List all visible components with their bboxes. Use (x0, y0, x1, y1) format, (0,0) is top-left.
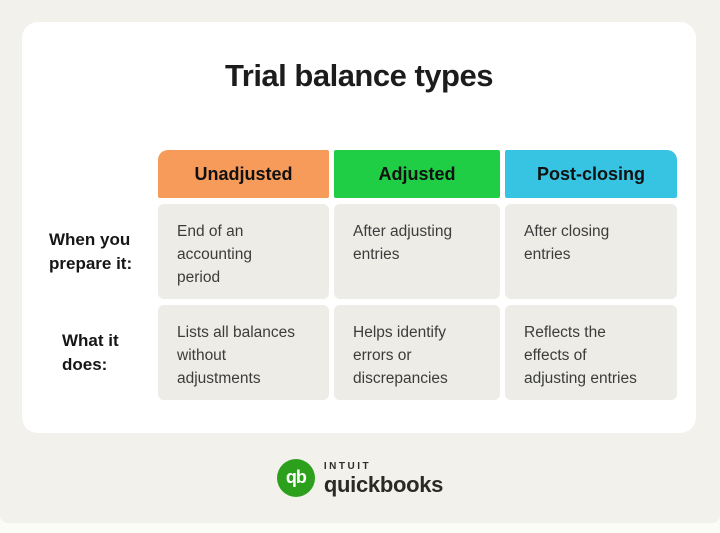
page-title: Trial balance types (225, 58, 493, 93)
quickbooks-wordmark: INTUIT quickbooks (323, 460, 444, 497)
cell-unadjusted-when: End of an accounting period (158, 204, 329, 299)
trial-balance-table: Unadjusted Adjusted Post-closing When yo… (40, 150, 696, 400)
quickbooks-logo: qb INTUIT quickbooks (0, 459, 720, 497)
quickbooks-wordmark-text: quickbooks (323, 471, 444, 497)
row-label-what-it-does: What it does: (62, 330, 119, 374)
column-header-adjusted: Adjusted (334, 150, 500, 198)
table-corner-spacer (40, 150, 153, 198)
quickbooks-logo-icon: qb (276, 459, 315, 497)
column-header-post-closing: Post-closing (505, 150, 677, 198)
cell-post-closing-what: Reflects the effects of adjusting entrie… (505, 305, 677, 400)
row-label-when-you-prepare-it: When you prepare it: (49, 229, 133, 273)
cell-post-closing-when: After closing entries (505, 204, 677, 299)
cell-unadjusted-what: Lists all balances without adjustments (158, 305, 329, 400)
cell-adjusted-what: Helps identify errors or discrepancies (334, 305, 500, 400)
column-header-unadjusted: Unadjusted (158, 150, 329, 198)
cell-adjusted-when: After adjusting entries (334, 204, 500, 299)
infographic-card: Trial balance types Unadjusted Adjusted … (22, 22, 696, 433)
intuit-wordmark: INTUIT (323, 460, 372, 472)
